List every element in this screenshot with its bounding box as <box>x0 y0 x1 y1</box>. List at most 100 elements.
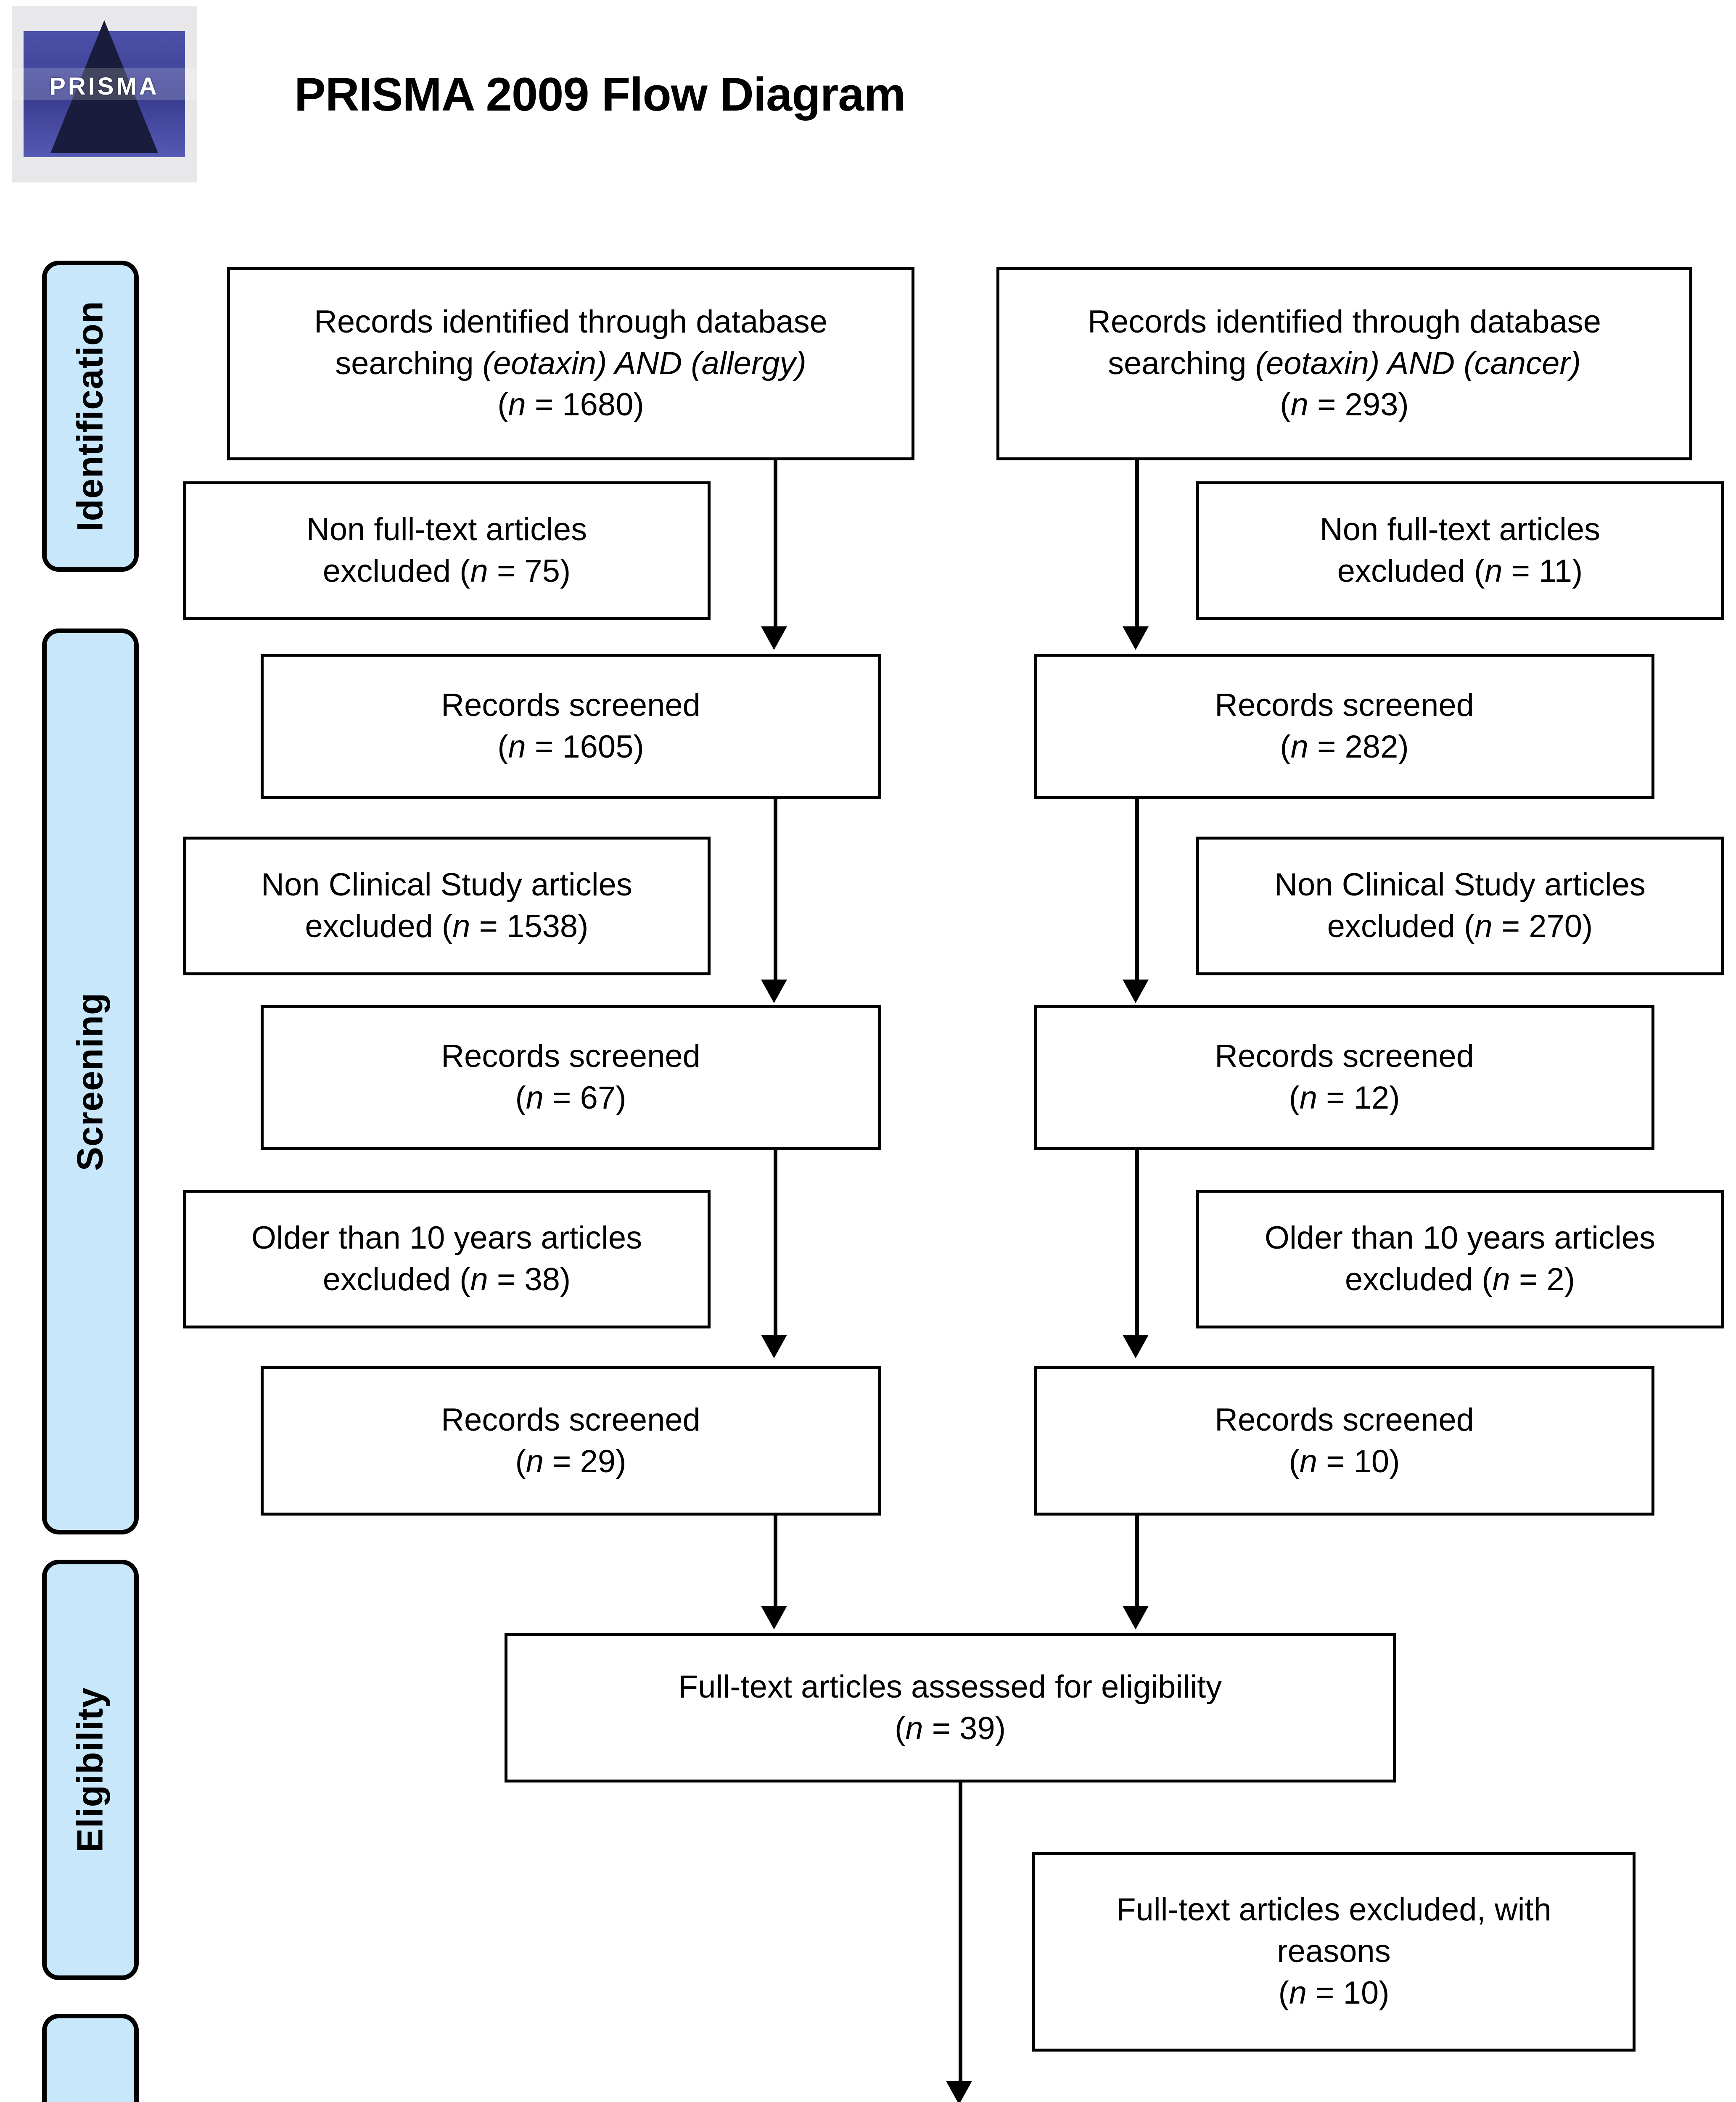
node-line-1: Records screened <box>441 1402 700 1438</box>
node-line-1: Records screened <box>441 1038 700 1074</box>
node-line-2-plain: searching <box>1108 345 1255 381</box>
node-n-symbol: n <box>1474 908 1493 944</box>
node-n-value: = 2) <box>1510 1262 1575 1297</box>
node-excluded-non-clinical-right: Non Clinical Study articles excluded (n … <box>1196 837 1724 975</box>
node-n-symbol: n <box>452 908 470 944</box>
node-line-2-plain: searching <box>335 345 483 381</box>
node-excluded-older-left: Older than 10 years articles excluded (n… <box>183 1190 711 1328</box>
node-n-symbol: n <box>1492 1262 1510 1297</box>
node-n-value: = 11) <box>1502 553 1583 589</box>
node-n-symbol: n <box>508 387 526 423</box>
node-line-2-query: (eotaxin) AND (allergy) <box>482 345 806 381</box>
node-n-value: = 293) <box>1308 387 1409 423</box>
node-line-1: Older than 10 years articles <box>251 1220 642 1256</box>
connector-right-screened1-to-screened2 <box>1135 799 1139 984</box>
node-line-1: Records identified through database <box>314 304 828 340</box>
stage-label-eligibility: Eligibility <box>70 1687 111 1853</box>
node-n-value: = 1680) <box>526 387 644 423</box>
node-n-symbol: n <box>526 1443 544 1479</box>
node-records-screened-right-3: Records screened (n = 10) <box>1034 1366 1654 1516</box>
node-records-screened-left-1: Records screened (n = 1605) <box>261 654 881 799</box>
connector-left-screened2-to-screened3 <box>774 1150 777 1339</box>
stage-eligibility: Eligibility <box>42 1560 139 1980</box>
connector-right-screened2-to-screened3 <box>1135 1150 1139 1339</box>
node-line-1: Full-text articles excluded, with <box>1116 1892 1551 1928</box>
node-line-1: Records identified through database <box>1087 304 1601 340</box>
node-n-value: = 29) <box>544 1443 626 1479</box>
arrowhead-left-screened3 <box>761 1335 787 1358</box>
node-fulltext-assessed: Full-text articles assessed for eligibil… <box>505 1633 1396 1782</box>
node-n-value: = 1538) <box>470 908 589 944</box>
node-line-1: Records screened <box>441 687 700 723</box>
node-n-value: = 10) <box>1317 1443 1400 1479</box>
node-excluded-non-fulltext-right: Non full-text articles excluded (n = 11) <box>1196 481 1724 620</box>
node-line-2-plain: excluded ( <box>1345 1262 1493 1297</box>
stage-label-identification: Identification <box>70 301 111 532</box>
node-n-value: = 75) <box>488 553 571 589</box>
node-excluded-non-fulltext-left: Non full-text articles excluded (n = 75) <box>183 481 711 620</box>
arrowhead-right-screened2 <box>1123 980 1149 1003</box>
stage-label-screening: Screening <box>70 992 111 1171</box>
logo-prism-triangle <box>50 20 158 153</box>
node-line-2-plain: excluded ( <box>1327 908 1475 944</box>
node-line-1: Records screened <box>1215 1402 1474 1438</box>
connector-right-screened3-to-eligibility <box>1135 1516 1139 1610</box>
node-n-symbol: n <box>508 729 526 765</box>
node-line-2-plain: excluded ( <box>305 908 453 944</box>
page-title: PRISMA 2009 Flow Diagram <box>294 68 906 121</box>
node-n-symbol: n <box>526 1080 544 1116</box>
arrowhead-left-screened1 <box>761 626 787 650</box>
arrowhead-right-eligibility <box>1123 1606 1149 1629</box>
node-n-value: = 282) <box>1308 729 1409 765</box>
node-line-1: Non full-text articles <box>306 512 587 548</box>
node-n-value: = 39) <box>923 1710 1006 1746</box>
node-line-1: Older than 10 years articles <box>1264 1220 1656 1256</box>
connector-eligibility-to-included <box>959 1782 962 2085</box>
node-fulltext-excluded-reasons: Full-text articles excluded, with reason… <box>1032 1852 1636 2052</box>
node-n-symbol: n <box>470 553 488 589</box>
arrowhead-right-screened1 <box>1123 626 1149 650</box>
node-line-2-plain: excluded ( <box>322 1262 470 1297</box>
connector-left-screened1-to-screened2 <box>774 799 777 984</box>
node-excluded-older-right: Older than 10 years articles excluded (n… <box>1196 1190 1724 1328</box>
arrowhead-left-screened2 <box>761 980 787 1003</box>
stage-included: Included <box>42 2014 139 2102</box>
logo-light-stripe <box>12 68 197 100</box>
connector-left-identified-to-screened1 <box>774 460 777 631</box>
node-line-2-query: (eotaxin) AND (cancer) <box>1255 345 1581 381</box>
node-line-1: Records screened <box>1215 1038 1474 1074</box>
node-line-1: Non full-text articles <box>1319 512 1601 548</box>
node-records-screened-right-1: Records screened (n = 282) <box>1034 654 1654 799</box>
node-line-1: Records screened <box>1215 687 1474 723</box>
arrowhead-right-screened3 <box>1123 1335 1149 1358</box>
prisma-logo: PRISMA <box>12 6 197 182</box>
arrowhead-included <box>946 2081 972 2102</box>
stage-screening: Screening <box>42 628 139 1534</box>
node-line-2-plain: excluded ( <box>1337 553 1485 589</box>
node-records-identified-cancer: Records identified through database sear… <box>996 267 1692 460</box>
node-n-symbol: n <box>1290 387 1308 423</box>
node-line-2-plain: excluded ( <box>322 553 470 589</box>
node-records-screened-left-2: Records screened (n = 67) <box>261 1005 881 1150</box>
node-n-value: = 1605) <box>526 729 644 765</box>
node-n-symbol: n <box>1299 1443 1318 1479</box>
node-n-symbol: n <box>905 1710 923 1746</box>
node-n-value: = 67) <box>544 1080 626 1116</box>
node-line-1: Full-text articles assessed for eligibil… <box>678 1669 1222 1705</box>
node-n-symbol: n <box>1485 553 1503 589</box>
arrowhead-left-eligibility <box>761 1606 787 1629</box>
node-line-2: reasons <box>1277 1933 1391 1970</box>
node-excluded-non-clinical-left: Non Clinical Study articles excluded (n … <box>183 837 711 975</box>
node-n-value: = 10) <box>1307 1975 1390 2011</box>
connector-right-identified-to-screened1 <box>1135 460 1139 631</box>
node-line-1: Non Clinical Study articles <box>1274 867 1646 903</box>
node-line-1: Non Clinical Study articles <box>261 867 632 903</box>
node-n-symbol: n <box>1290 729 1308 765</box>
stage-identification: Identification <box>42 261 139 572</box>
connector-left-screened3-to-eligibility <box>774 1516 777 1610</box>
node-records-screened-left-3: Records screened (n = 29) <box>261 1366 881 1516</box>
logo-wordmark: PRISMA <box>49 73 159 100</box>
node-records-screened-right-2: Records screened (n = 12) <box>1034 1005 1654 1150</box>
node-n-value: = 38) <box>488 1262 571 1297</box>
